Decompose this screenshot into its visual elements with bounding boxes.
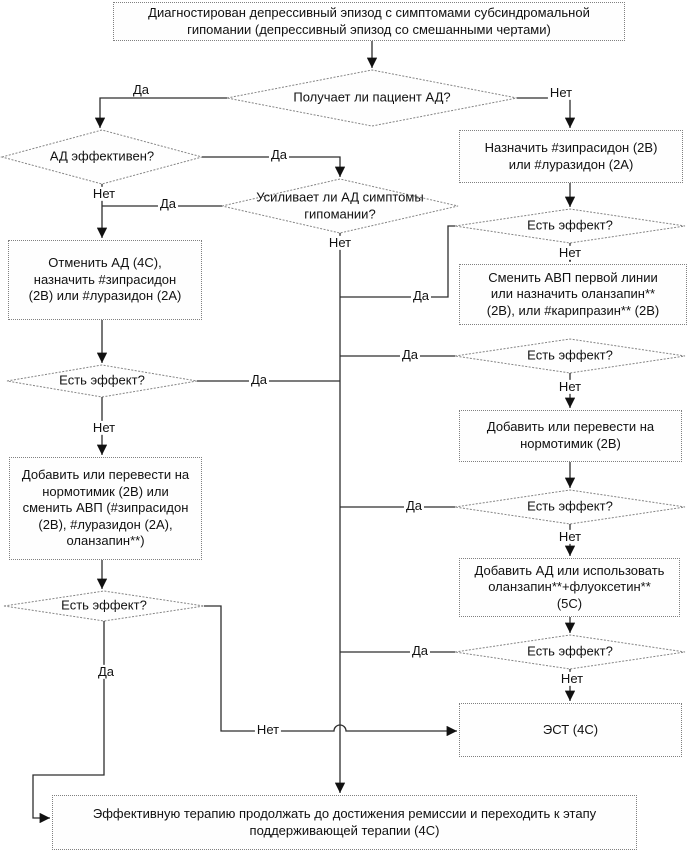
edge-label-no: Нет bbox=[326, 234, 354, 251]
edge-label-no: Нет bbox=[556, 528, 584, 545]
decision-effect-left-2: Есть эффект? bbox=[61, 597, 147, 613]
edge-label-yes: Да bbox=[410, 287, 432, 304]
decision-effect-right-3: Есть эффект? bbox=[527, 498, 613, 514]
decision-diamonds bbox=[0, 69, 686, 670]
node-add-ad-fluoxetine: Добавить АД или использовать оланзапин**… bbox=[459, 558, 680, 617]
decision-effect-left-1: Есть эффект? bbox=[59, 372, 145, 388]
edge-label-yes: Да bbox=[268, 146, 290, 163]
edge-label-no: Нет bbox=[558, 670, 586, 687]
node-maintain-therapy: Эффективную терапию продолжать до достиж… bbox=[52, 795, 637, 850]
decision-ad-effective: АД эффективен? bbox=[49, 148, 155, 164]
edge-label-no: Нет bbox=[547, 84, 575, 101]
node-start: Диагностирован депрессивный эпизод с сим… bbox=[113, 2, 625, 41]
edge-label-yes: Да bbox=[248, 371, 270, 388]
connector-lines bbox=[32, 41, 576, 824]
node-cancel-ad: Отменить АД (4С), назначить #зипрасидон … bbox=[8, 240, 202, 320]
decision-ad-worsens-hypomania: Усиливает ли АД симптомы гипомании? bbox=[256, 189, 424, 221]
edge-label-no: Нет bbox=[90, 185, 118, 202]
edge-label-no: Нет bbox=[90, 419, 118, 436]
edge-label-yes: Да bbox=[409, 642, 431, 659]
edge-label-yes: Да bbox=[403, 497, 425, 514]
edge-label-yes: Да bbox=[399, 346, 421, 363]
decision-effect-right-2: Есть эффект? bbox=[527, 347, 613, 363]
edge-label-no: Нет bbox=[254, 721, 282, 738]
decision-receives-ad: Получает ли пациент АД? bbox=[293, 89, 451, 105]
edge-label-yes: Да bbox=[130, 81, 152, 98]
node-switch-avp: Сменить АВП первой линии или назначить о… bbox=[459, 264, 687, 325]
edge-label-yes: Да bbox=[95, 663, 117, 680]
node-add-normothymic-left: Добавить или перевести на нормотимик (2В… bbox=[9, 457, 202, 560]
edge-label-no: Нет bbox=[556, 244, 584, 261]
decision-effect-right-1: Есть эффект? bbox=[527, 217, 613, 233]
node-prescribe-ziprasidone: Назначить #зипрасидон (2В) или #луразидо… bbox=[459, 130, 683, 183]
node-ect: ЭСТ (4С) bbox=[459, 703, 682, 757]
decision-effect-right-4: Есть эффект? bbox=[527, 643, 613, 659]
edge-label-no: Нет bbox=[556, 378, 584, 395]
node-add-normothymic-right: Добавить или перевести на нормотимик (2В… bbox=[459, 410, 682, 462]
edge-label-yes: Да bbox=[157, 195, 179, 212]
